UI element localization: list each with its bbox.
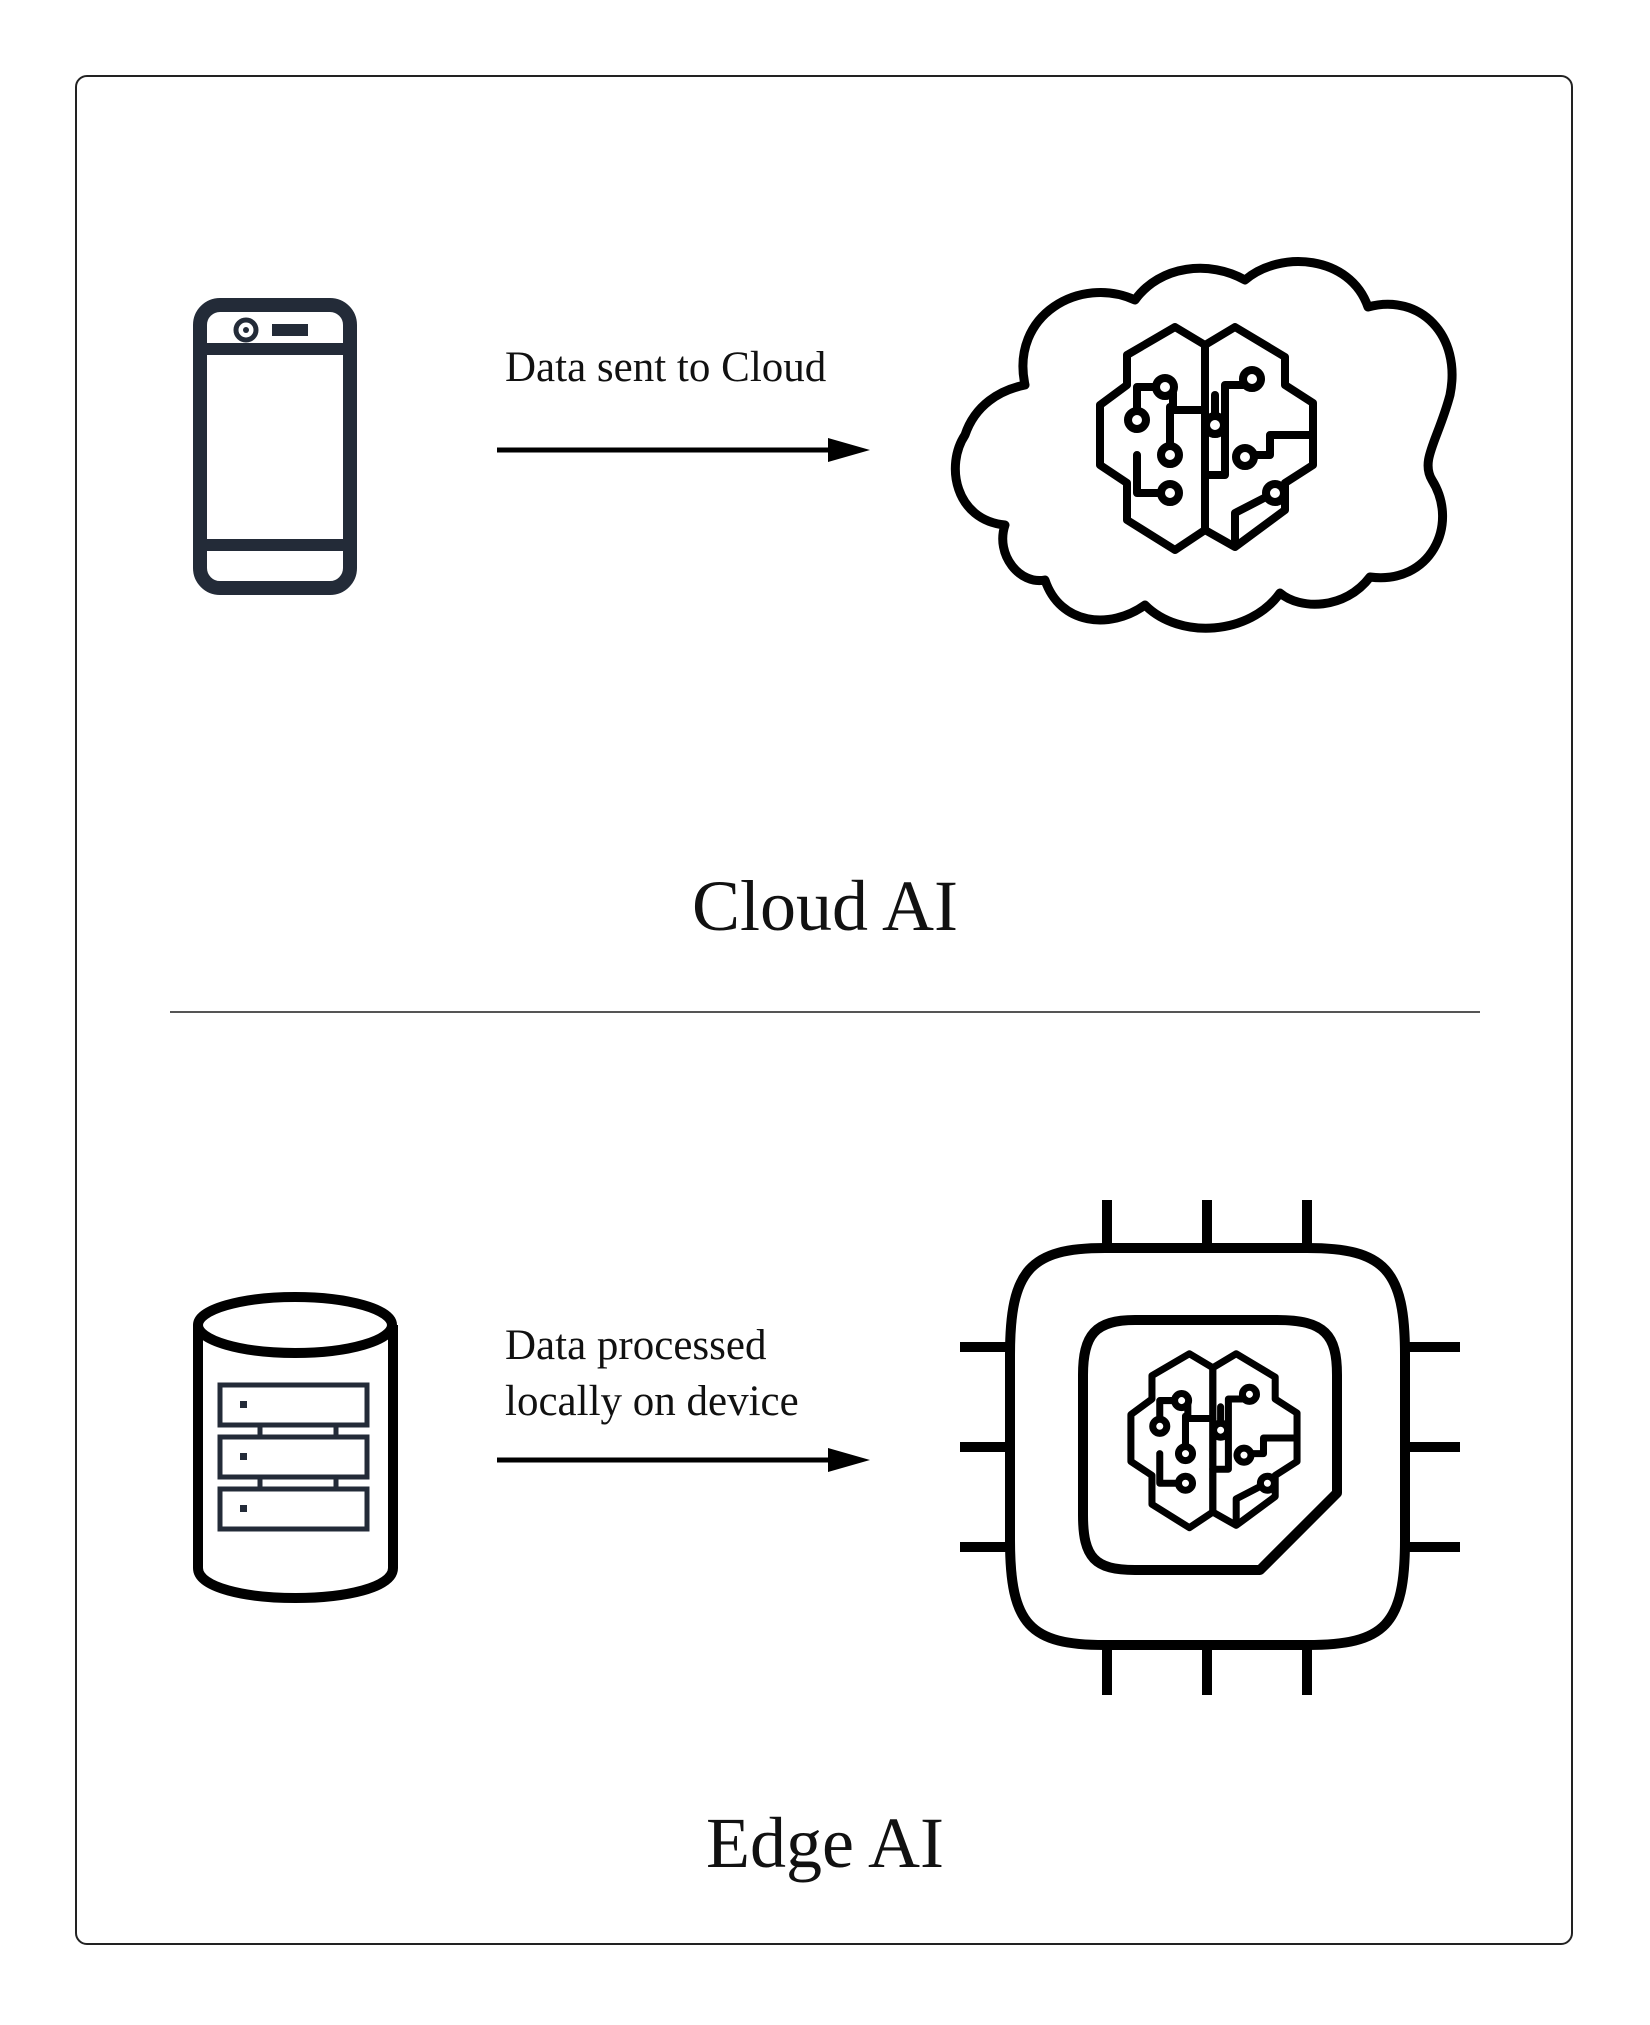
- edge-arrow-label-line1: Data processed: [505, 1322, 767, 1369]
- edge-data-arrow: [497, 1448, 870, 1472]
- database-server-icon: [193, 1292, 398, 1603]
- edge-ai-title: Edge AI: [706, 1803, 944, 1883]
- cloud-data-arrow: [497, 438, 870, 462]
- diagram-frame: [75, 75, 1573, 1945]
- chip-brain-icon: [960, 1200, 1460, 1695]
- smartphone-icon: [193, 298, 357, 595]
- section-divider: [170, 1011, 1480, 1013]
- edge-arrow-label-line2: locally on device: [505, 1378, 799, 1425]
- cloud-arrow-label: Data sent to Cloud: [505, 344, 827, 391]
- cloud-ai-title: Cloud AI: [691, 866, 959, 946]
- cloud-brain-icon: [950, 257, 1457, 633]
